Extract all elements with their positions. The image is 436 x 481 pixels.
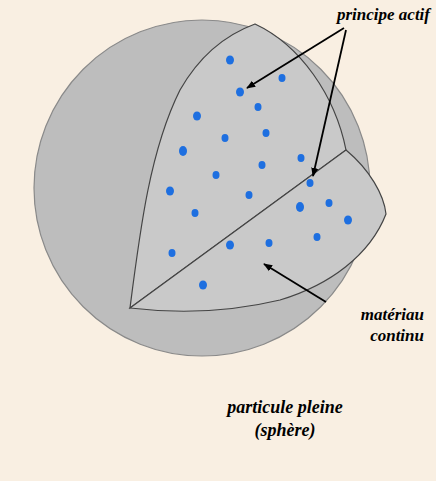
caption: particule pleine (sphère) [198,396,373,441]
matrix-label: matériau continu [334,304,424,347]
active-particles [166,56,352,290]
active-ingredient-label: principe actif [337,4,430,25]
leader-lines [247,28,346,302]
cut-face-lower [130,150,386,311]
